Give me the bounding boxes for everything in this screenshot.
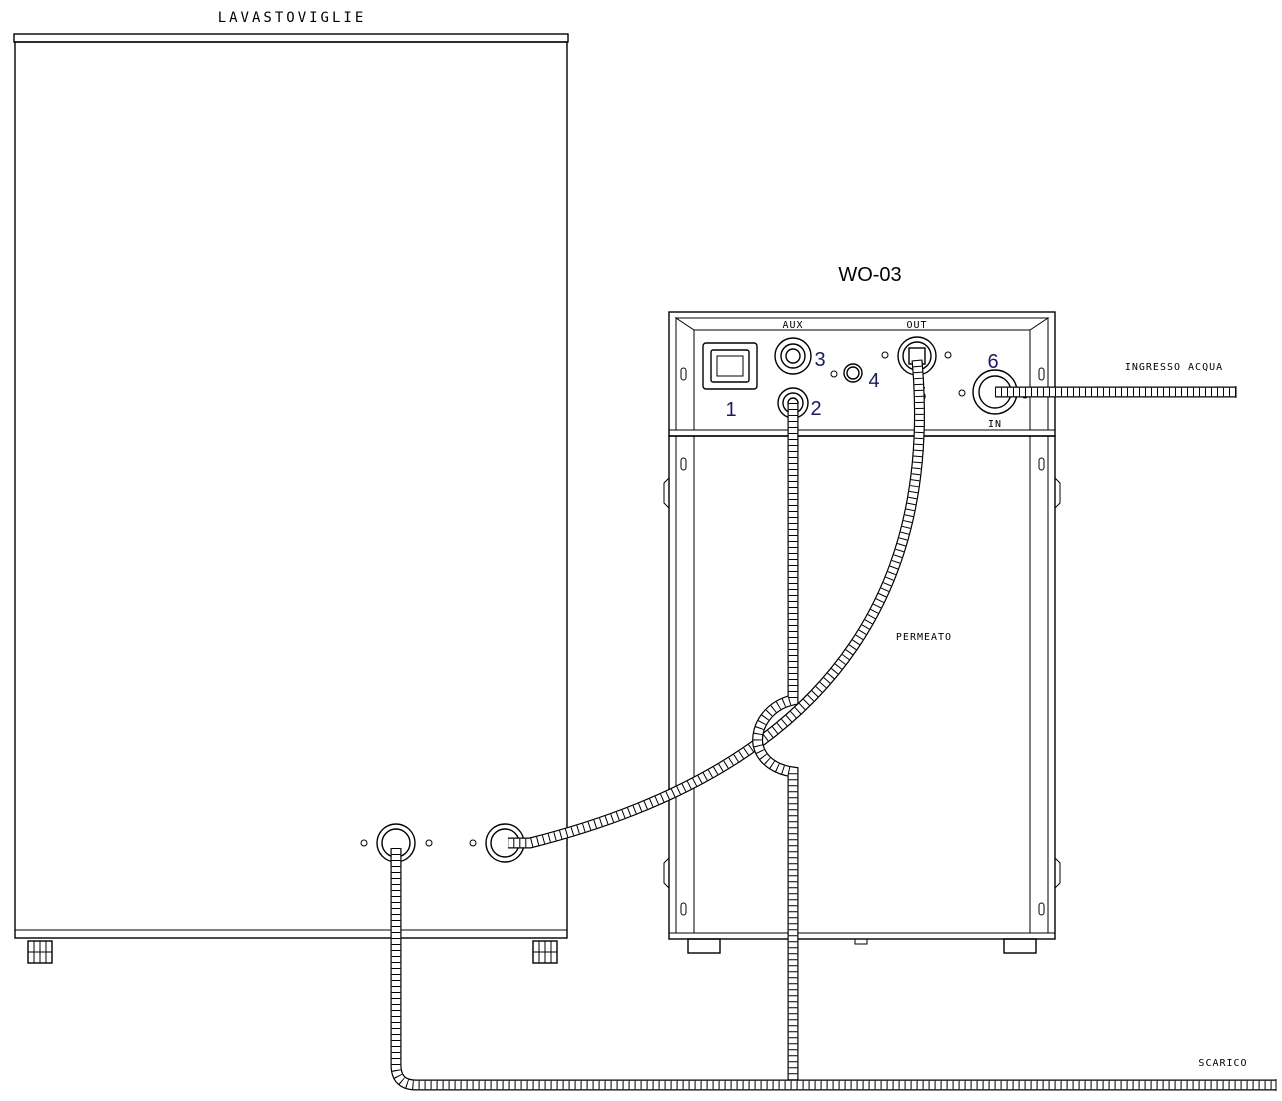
- dishwasher-label: LAVASTOVIGLIE: [218, 10, 367, 26]
- unit-drain-hose: [752, 403, 799, 1085]
- fitting-4: [830, 363, 863, 383]
- connection-number: 2: [810, 398, 821, 420]
- permeate-label: PERMEATO: [896, 632, 952, 643]
- unit-foot-left: [687, 938, 721, 954]
- dishwasher-body: [14, 41, 568, 939]
- dishwasher: LAVASTOVIGLIE: [13, 10, 569, 964]
- unit-top-bevel: [674, 317, 1050, 331]
- unit-body: [668, 435, 1056, 940]
- connection-number: 4: [868, 370, 879, 392]
- unit-foot-right: [1003, 938, 1037, 954]
- wo03-unit: WO-03 AUX OUT IN: [663, 264, 1061, 954]
- power-socket: [702, 342, 758, 390]
- unit-title: WO-03: [838, 264, 901, 286]
- in-label: IN: [988, 419, 1002, 430]
- water-inlet-label: INGRESSO ACQUA: [1125, 362, 1223, 373]
- out-label: OUT: [906, 320, 927, 331]
- dishwasher-foot-right: [532, 940, 558, 964]
- aux-label: AUX: [782, 320, 803, 331]
- drain-label: SCARICO: [1198, 1058, 1247, 1069]
- permeate-hose: [508, 359, 925, 849]
- aux-connector: [774, 337, 812, 375]
- dishwasher-top-lid: [13, 33, 569, 43]
- dishwasher-foot-left: [27, 940, 53, 964]
- connection-number: 3: [814, 349, 825, 371]
- dishwasher-drain-hose: [390, 848, 1277, 1091]
- connection-number: 1: [725, 399, 736, 421]
- connection-number: 6: [987, 351, 998, 373]
- water-inlet-hose: [995, 386, 1237, 398]
